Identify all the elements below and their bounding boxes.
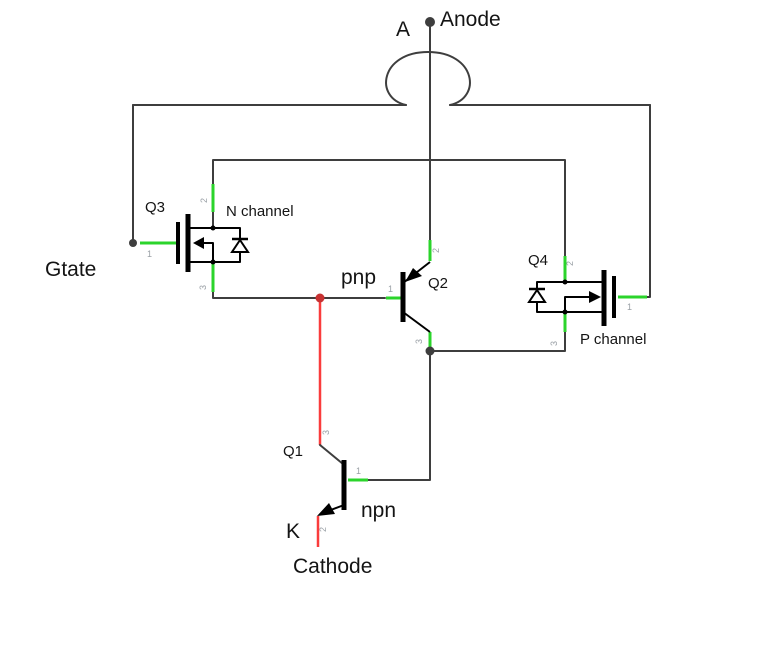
- q4-junction-source: [562, 309, 568, 315]
- mosfet-q4[interactable]: Q4 P channel 2 1 3: [527, 252, 647, 348]
- q3-junction-drain: [210, 225, 216, 231]
- q1-pin3-number: 3: [321, 430, 331, 435]
- terminal-labels: A Anode Gtate K Cathode: [45, 8, 501, 578]
- anode-terminal-dot[interactable]: [425, 17, 435, 27]
- q2-ref-label: Q2: [428, 275, 448, 292]
- q4-body-diode-icon: [527, 288, 547, 303]
- wire-right-rail[interactable]: [646, 104, 651, 298]
- gate-name-label: Gtate: [45, 258, 96, 281]
- q4-pin1-number: 1: [627, 302, 632, 312]
- q1-ref-label: Q1: [283, 443, 303, 460]
- junctions: [129, 17, 435, 356]
- transistor-q2[interactable]: pnp Q2 1 2 3: [341, 240, 448, 350]
- q3-ref-label: Q3: [145, 199, 165, 216]
- anode-name-label: Anode: [440, 8, 501, 31]
- q4-junction-drain: [562, 279, 568, 285]
- q2-pin2-number: 2: [431, 248, 441, 253]
- q3-substrate-arrow-icon: [193, 237, 204, 249]
- q2-collector-junction-dot: [425, 346, 435, 356]
- q4-diode-top-lead: [536, 281, 565, 288]
- q4-diode-bottom-lead: [536, 302, 565, 313]
- q2-collector-lead: [402, 311, 431, 333]
- q4-pin3-number: 3: [549, 341, 559, 346]
- cathode-name-label: Cathode: [293, 555, 372, 578]
- cathode-letter-label: K: [286, 520, 300, 543]
- q3-pin3-number: 3: [198, 285, 208, 290]
- wire-hop-loop[interactable]: [385, 51, 471, 106]
- q1-emitter-arrow-icon: [317, 503, 335, 516]
- q1-pin2-number: 2: [318, 527, 328, 532]
- q4-substrate-line: [564, 296, 589, 312]
- wire-q3source-q2base[interactable]: [212, 291, 386, 299]
- wire-q1-base-diagonal[interactable]: [319, 444, 344, 465]
- q1-type-label: npn: [361, 499, 396, 522]
- q3-substrate-line: [204, 242, 214, 262]
- mosfet-q3[interactable]: Q3 N channel 2 1 3: [140, 184, 294, 292]
- transistor-q1[interactable]: Q1 npn 3 1 2: [283, 430, 396, 532]
- q3-type-label: N channel: [226, 203, 294, 220]
- wire-q1-collector-run[interactable]: [367, 352, 431, 481]
- q2-pin1-number: 1: [388, 284, 393, 294]
- q3-body-diode-icon: [230, 238, 250, 253]
- q3-pin2-number: 2: [199, 198, 209, 203]
- anode-letter-label: A: [396, 18, 410, 41]
- wire-inner-rail[interactable]: [212, 159, 566, 257]
- q1-pin1-number: 1: [356, 466, 361, 476]
- q4-type-label: P channel: [580, 331, 646, 348]
- q3-diode-bottom-lead: [213, 252, 241, 263]
- q3-pin1-number: 1: [147, 249, 152, 259]
- q4-pin2-number: 2: [565, 261, 575, 266]
- red-net-junction-dot: [315, 293, 325, 303]
- gate-terminal-dot[interactable]: [129, 239, 137, 247]
- q2-type-label: pnp: [341, 266, 376, 289]
- q4-substrate-arrow-icon: [589, 291, 601, 303]
- q3-diode-top-lead: [213, 227, 241, 238]
- wire-q2coll-q4source[interactable]: [429, 331, 566, 352]
- q2-emitter-arrow-icon: [405, 268, 422, 282]
- q4-ref-label: Q4: [528, 252, 548, 269]
- q3-junction-source: [210, 259, 216, 265]
- q2-pin3-number: 3: [414, 339, 424, 344]
- wires: [132, 26, 651, 547]
